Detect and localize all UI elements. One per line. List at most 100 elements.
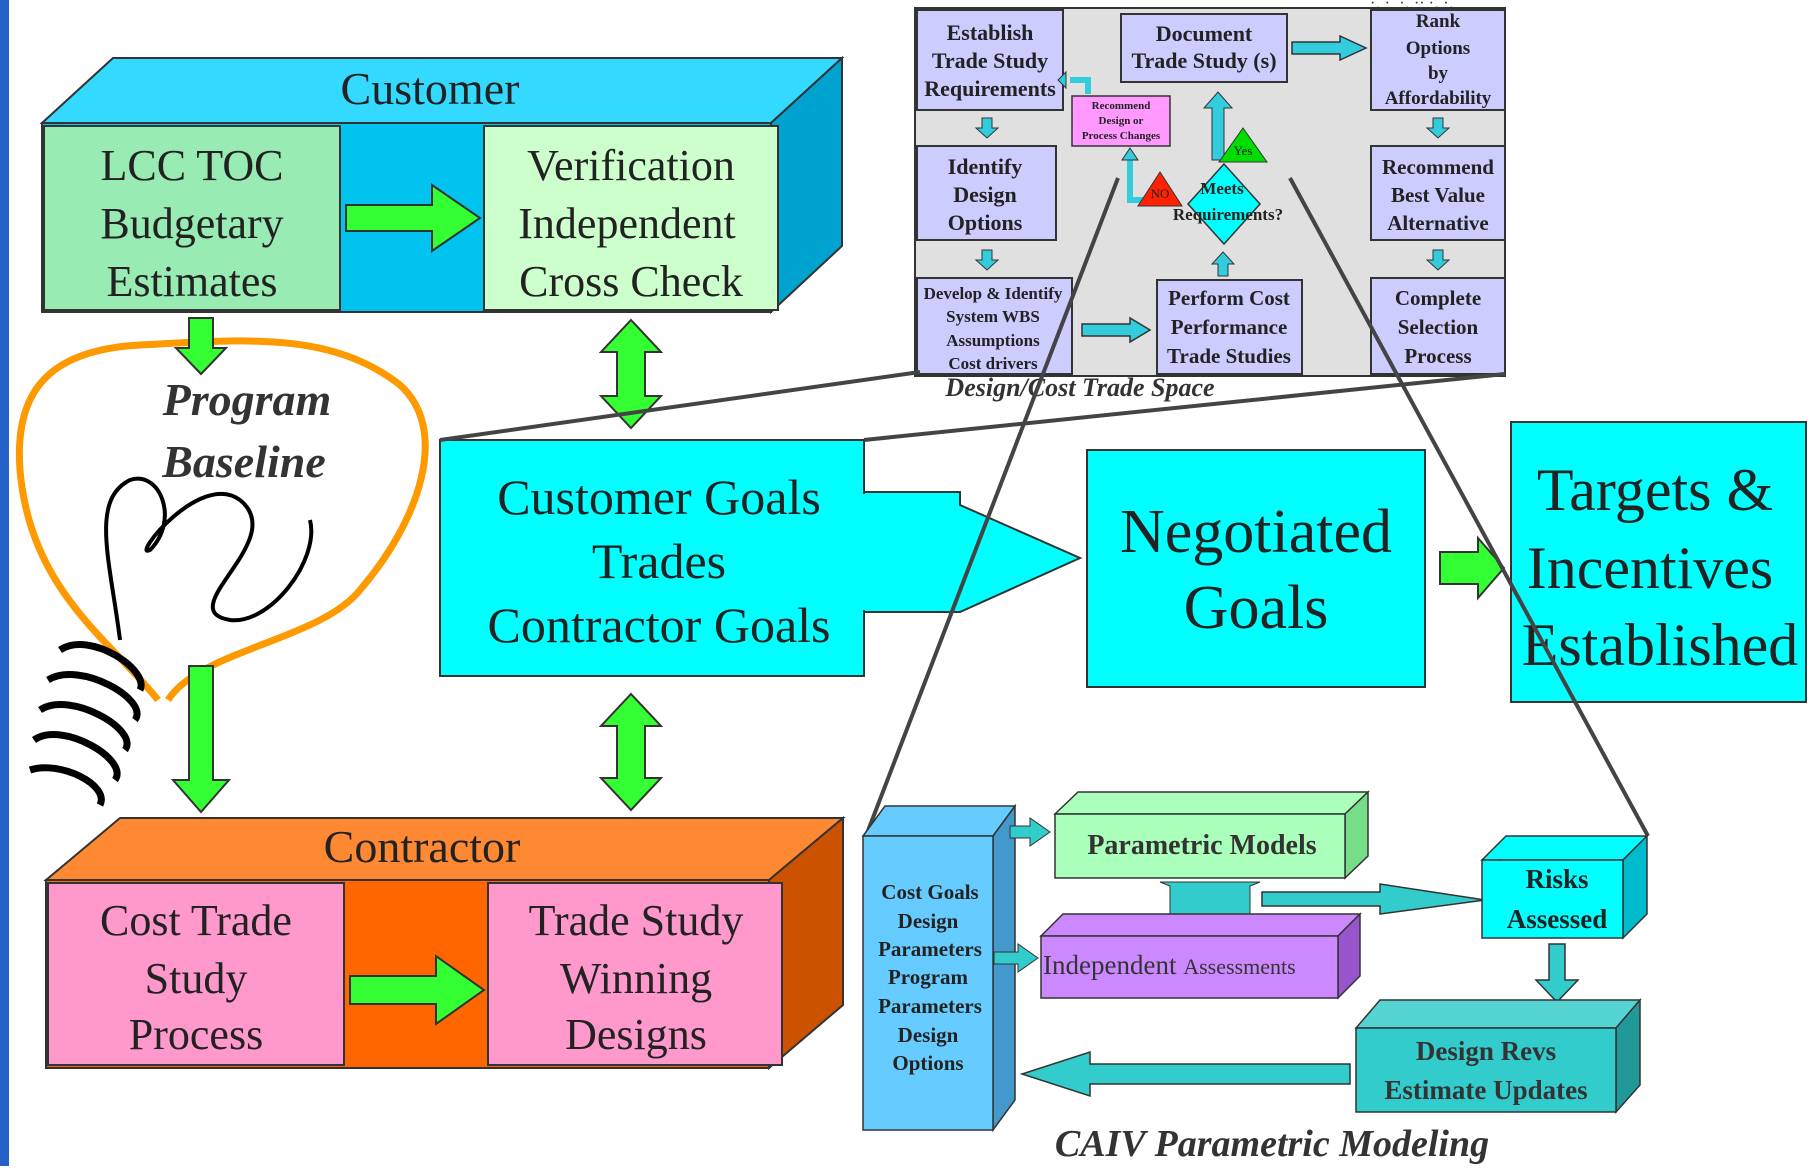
no-triangle bbox=[1137, 171, 1183, 207]
no-label: NO bbox=[1151, 186, 1170, 201]
risks-line-2: Assessed bbox=[1507, 904, 1608, 934]
verification-box bbox=[483, 125, 779, 311]
establish-box bbox=[916, 9, 1064, 111]
establish-line-1: Establish bbox=[947, 20, 1034, 45]
verification-center-double-arrow bbox=[598, 318, 664, 430]
models-to-risks-arrow bbox=[1261, 883, 1486, 915]
risks-top bbox=[1480, 835, 1649, 861]
bulb-filament bbox=[104, 476, 314, 641]
caiv-panel: Cost Goals Design Parameters Program Par… bbox=[861, 790, 1649, 1165]
parametric-top bbox=[1053, 791, 1370, 815]
recommend-changes-line-1: Recommend bbox=[1092, 100, 1151, 112]
identify-line-2: Design bbox=[953, 182, 1017, 207]
negotiated-line-2: Goals bbox=[1184, 574, 1329, 642]
cost-trade-line-3: Process bbox=[129, 1010, 263, 1059]
recommend-changes-line-2: Design or bbox=[1099, 115, 1144, 127]
lcc-line-2: Budgetary bbox=[100, 199, 283, 248]
establish-line-2: Trade Study bbox=[932, 48, 1048, 73]
negotiated-to-targets-arrow bbox=[1439, 535, 1506, 601]
design-revs-line-2: Estimate Updates bbox=[1384, 1075, 1587, 1105]
best-value-box bbox=[1370, 145, 1506, 241]
establish-down-arrow bbox=[974, 117, 1000, 139]
identify-line-3: Options bbox=[948, 210, 1023, 235]
document-to-rank-arrow bbox=[1291, 34, 1368, 62]
center-arrow-cover bbox=[860, 494, 868, 610]
best-value-down-arrow bbox=[1425, 249, 1451, 271]
program-baseline-line-2: Baseline bbox=[161, 436, 326, 487]
risks-front bbox=[1481, 859, 1624, 939]
caiv-column-side bbox=[992, 803, 1016, 1133]
targets-line-2: Incentives bbox=[1527, 535, 1774, 601]
yes-up-arrow bbox=[1202, 91, 1234, 161]
column-to-parametric-arrow bbox=[1009, 817, 1051, 847]
no-up-arrow-head bbox=[1121, 147, 1139, 161]
left-border-bar bbox=[0, 0, 9, 1166]
customer-goals-box bbox=[439, 439, 865, 677]
meets-diamond bbox=[1186, 162, 1262, 246]
develop-box bbox=[916, 277, 1073, 375]
independent-front bbox=[1040, 935, 1339, 999]
no-up-arrow bbox=[1127, 160, 1144, 203]
parametric-front bbox=[1054, 813, 1346, 879]
targets-line-1: Targets & bbox=[1537, 457, 1773, 523]
identify-box bbox=[916, 145, 1057, 241]
best-value-line-3: Alternative bbox=[1387, 211, 1488, 235]
rank-down-arrow bbox=[1425, 117, 1451, 139]
independent-label-b: Assessments bbox=[1183, 954, 1295, 979]
caiv-column-line-3: Parameters bbox=[878, 937, 982, 961]
caiv-column-line-5: Parameters bbox=[878, 994, 982, 1018]
contractor-box: Contractor Cost Trade Study Process Trad… bbox=[43, 815, 846, 1071]
caiv-column-line-4: Program bbox=[888, 965, 969, 989]
targets-line-3: Established bbox=[1522, 612, 1799, 678]
trade-space-caption: Design/Cost Trade Space bbox=[944, 373, 1214, 402]
center-contractor-double-arrow bbox=[598, 692, 664, 812]
perform-box bbox=[1156, 279, 1303, 375]
design-revs-front bbox=[1355, 1027, 1617, 1113]
develop-line-3: Assumptions bbox=[946, 331, 1040, 350]
lcc-to-verification-arrow bbox=[345, 183, 482, 253]
lcc-line-1: LCC TOC bbox=[101, 141, 284, 190]
contractor-title: Contractor bbox=[324, 821, 521, 872]
recommend-to-establish-arrow bbox=[1070, 77, 1091, 94]
identify-line-1: Identify bbox=[948, 154, 1023, 179]
complete-box bbox=[1370, 277, 1506, 375]
perform-line-3: Trade Studies bbox=[1167, 344, 1291, 368]
develop-line-1: Develop & Identify bbox=[924, 284, 1063, 303]
zoom-line-4 bbox=[1288, 177, 1650, 837]
identify-down-arrow bbox=[974, 249, 1000, 271]
parametric-label: Parametric Models bbox=[1087, 830, 1316, 861]
trade-space-panel: ·‚ ·` ·‚ ·· ·‚ ·‚ Establish Trade Study … bbox=[914, 0, 1506, 402]
yes-triangle bbox=[1218, 127, 1268, 163]
zoom-line-3 bbox=[864, 177, 1120, 837]
complete-line-2: Selection bbox=[1398, 315, 1479, 339]
trade-study-line-3: Designs bbox=[565, 1010, 707, 1059]
rank-line-3: by bbox=[1428, 63, 1449, 84]
independent-top bbox=[1039, 913, 1362, 937]
lcc-down-arrow bbox=[173, 317, 229, 376]
recommend-changes-box bbox=[1071, 95, 1171, 147]
rank-line-4: Affordability bbox=[1385, 88, 1492, 109]
center-line-1: Customer Goals bbox=[497, 469, 821, 525]
rank-line-2: Options bbox=[1406, 38, 1470, 59]
independent-label-a: Independent bbox=[1043, 950, 1177, 980]
zoom-line-2 bbox=[863, 372, 1506, 442]
establish-line-3: Requirements bbox=[924, 76, 1056, 101]
rank-box bbox=[1370, 9, 1506, 111]
customer-title: Customer bbox=[341, 63, 520, 114]
caiv-column-front bbox=[862, 835, 994, 1131]
verification-line-3: Cross Check bbox=[519, 257, 743, 306]
center-line-3: Contractor Goals bbox=[488, 597, 831, 653]
lcc-line-3: Estimates bbox=[106, 257, 277, 306]
program-baseline-line-1: Program bbox=[162, 374, 332, 425]
develop-line-2: System WBS bbox=[946, 307, 1040, 326]
caiv-column-line-1: Cost Goals bbox=[881, 880, 978, 904]
develop-to-perform-arrow bbox=[1081, 316, 1152, 344]
best-value-line-1: Recommend bbox=[1382, 155, 1494, 179]
caiv-column-line-7: Options bbox=[892, 1051, 963, 1075]
customer-box: Customer LCC TOC Budgetary Estimates Ver… bbox=[39, 55, 845, 315]
revs-to-column-arrow bbox=[1019, 1050, 1351, 1098]
lcc-box bbox=[43, 125, 341, 311]
verification-line-1: Verification bbox=[527, 141, 735, 190]
verification-line-2: Independent bbox=[518, 199, 735, 248]
